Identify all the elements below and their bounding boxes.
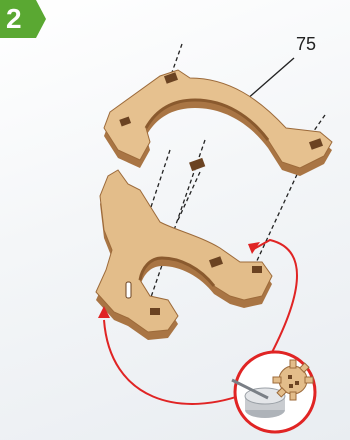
wood-part-75 — [104, 70, 332, 176]
arrow-head-right — [248, 242, 260, 254]
wood-assembly-lower — [96, 170, 272, 340]
glue-pot-icon — [232, 352, 315, 432]
part-leader-line — [246, 58, 294, 100]
